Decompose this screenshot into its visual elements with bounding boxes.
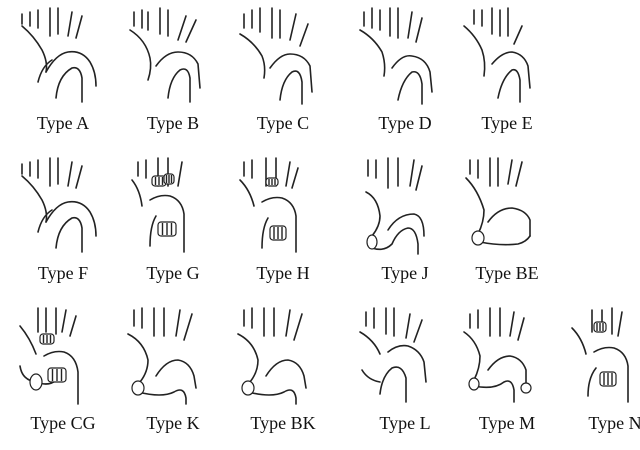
aortic-arch-drawing xyxy=(16,6,111,106)
variant-type-n: Type N xyxy=(560,300,640,440)
variant-type-d: Type D xyxy=(350,0,460,140)
variant-type-f: Type F xyxy=(8,150,118,290)
variant-type-b: Type B xyxy=(118,0,228,140)
aortic-arch-drawing xyxy=(460,306,555,406)
variant-label: Type B xyxy=(118,113,228,134)
aortic-arch-drawing xyxy=(126,6,221,106)
aortic-arch-drawing xyxy=(126,306,221,406)
variant-type-be: Type BE xyxy=(452,150,562,290)
variant-label: Type A xyxy=(8,113,118,134)
aortic-arch-drawing xyxy=(460,6,555,106)
variant-type-k: Type K xyxy=(118,300,228,440)
variant-type-e: Type E xyxy=(452,0,562,140)
aortic-arch-drawing xyxy=(358,6,453,106)
variant-label: Type F xyxy=(8,263,118,284)
aortic-arch-drawing xyxy=(236,6,331,106)
aortic-arch-drawing xyxy=(236,156,331,256)
variant-type-l: Type L xyxy=(350,300,460,440)
variant-label: Type BK xyxy=(228,413,338,434)
variant-type-cg: Type CG xyxy=(8,300,118,440)
variant-label: Type K xyxy=(118,413,228,434)
variant-label: Type M xyxy=(452,413,562,434)
aortic-arch-drawing xyxy=(568,306,640,406)
variant-type-bk: Type BK xyxy=(228,300,338,440)
variant-type-g: Type G xyxy=(118,150,228,290)
aortic-arch-drawing xyxy=(236,306,331,406)
aortic-arch-drawing xyxy=(16,156,111,256)
aortic-arch-drawing xyxy=(16,306,111,406)
aortic-arch-drawing xyxy=(460,156,555,256)
variant-label: Type D xyxy=(350,113,460,134)
variant-type-j: Type J xyxy=(350,150,460,290)
variant-label: Type J xyxy=(350,263,460,284)
aortic-arch-drawing xyxy=(126,156,221,256)
variant-label: Type N xyxy=(560,413,640,434)
variant-type-a: Type A xyxy=(8,0,118,140)
variant-label: Type E xyxy=(452,113,562,134)
variant-label: Type BE xyxy=(452,263,562,284)
variant-label: Type L xyxy=(350,413,460,434)
variant-label: Type C xyxy=(228,113,338,134)
variant-label: Type CG xyxy=(8,413,118,434)
variant-type-h: Type H xyxy=(228,150,338,290)
variant-type-c: Type C xyxy=(228,0,338,140)
variant-label: Type G xyxy=(118,263,228,284)
aortic-arch-drawing xyxy=(358,156,453,256)
variant-type-m: Type M xyxy=(452,300,562,440)
variant-label: Type H xyxy=(228,263,338,284)
aortic-arch-drawing xyxy=(358,306,453,406)
